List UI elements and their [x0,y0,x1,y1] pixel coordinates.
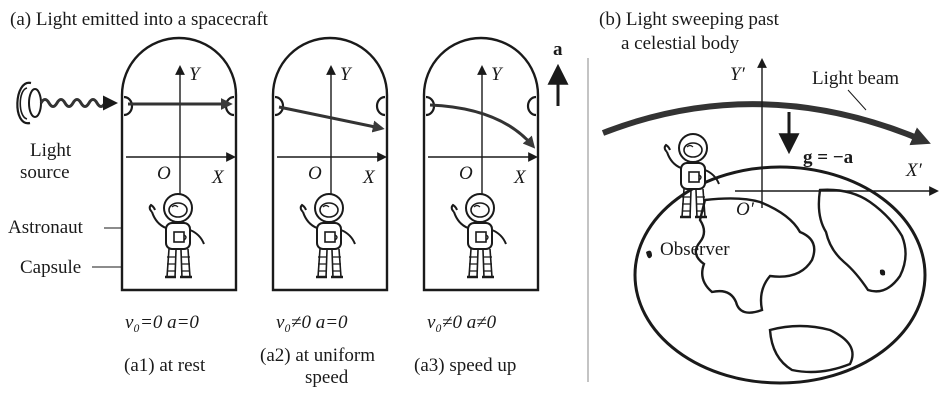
capsule-2-x-axis: X [362,167,376,188]
capsule-2-y-axis: Y [340,64,353,85]
observer-label: Observer [660,239,730,260]
light-beam-leader [847,89,867,111]
panel-b-title-1: (b) Light sweeping past [599,9,780,30]
capsule-1 [120,36,238,292]
light-beam-arrow [601,101,931,146]
flashlight-icon [16,81,118,125]
capsule-3 [422,36,540,292]
gravity-label: g = −a [803,147,854,168]
capsule-1-condition: v₀=0 a=0 [125,312,199,333]
light-source-label-2: source [20,162,70,183]
panel-b-origin-label: O′ [736,199,755,220]
capsule-1-y-axis: Y [189,64,202,85]
capsule-2-caption-line2: speed [305,367,349,388]
capsule-1-caption: (a1) at rest [124,355,206,376]
planet-earth [633,165,927,385]
capsule-label: Capsule [20,257,81,278]
panel-b-y-axis-label: Y′ [730,64,746,85]
capsule-3-condition: v₀≠0 a≠0 [427,312,497,333]
astronaut-label: Astronaut [8,217,84,238]
capsule-3-caption: (a3) speed up [414,355,516,376]
accel-label: a [553,39,563,60]
panel-a-title: (a) Light emitted into a spacecraft [10,9,269,30]
panel-b-title-2: a celestial body [621,33,740,54]
light-beam-label: Light beam [812,68,899,89]
capsule-2-origin: O [308,163,322,184]
capsule-2 [271,36,389,292]
light-source-label-1: Light [30,140,72,161]
capsule-3-origin: O [459,163,473,184]
capsule-2-condition: v₀≠0 a=0 [276,312,348,333]
capsule-1-x-axis: X [211,167,225,188]
capsule-2-caption: (a2) at uniform [260,345,375,366]
capsule-3-x-axis: X [513,167,527,188]
capsule-3-y-axis: Y [491,64,504,85]
panel-b-x-axis-label: X′ [905,160,923,181]
capsule-1-origin: O [157,163,171,184]
